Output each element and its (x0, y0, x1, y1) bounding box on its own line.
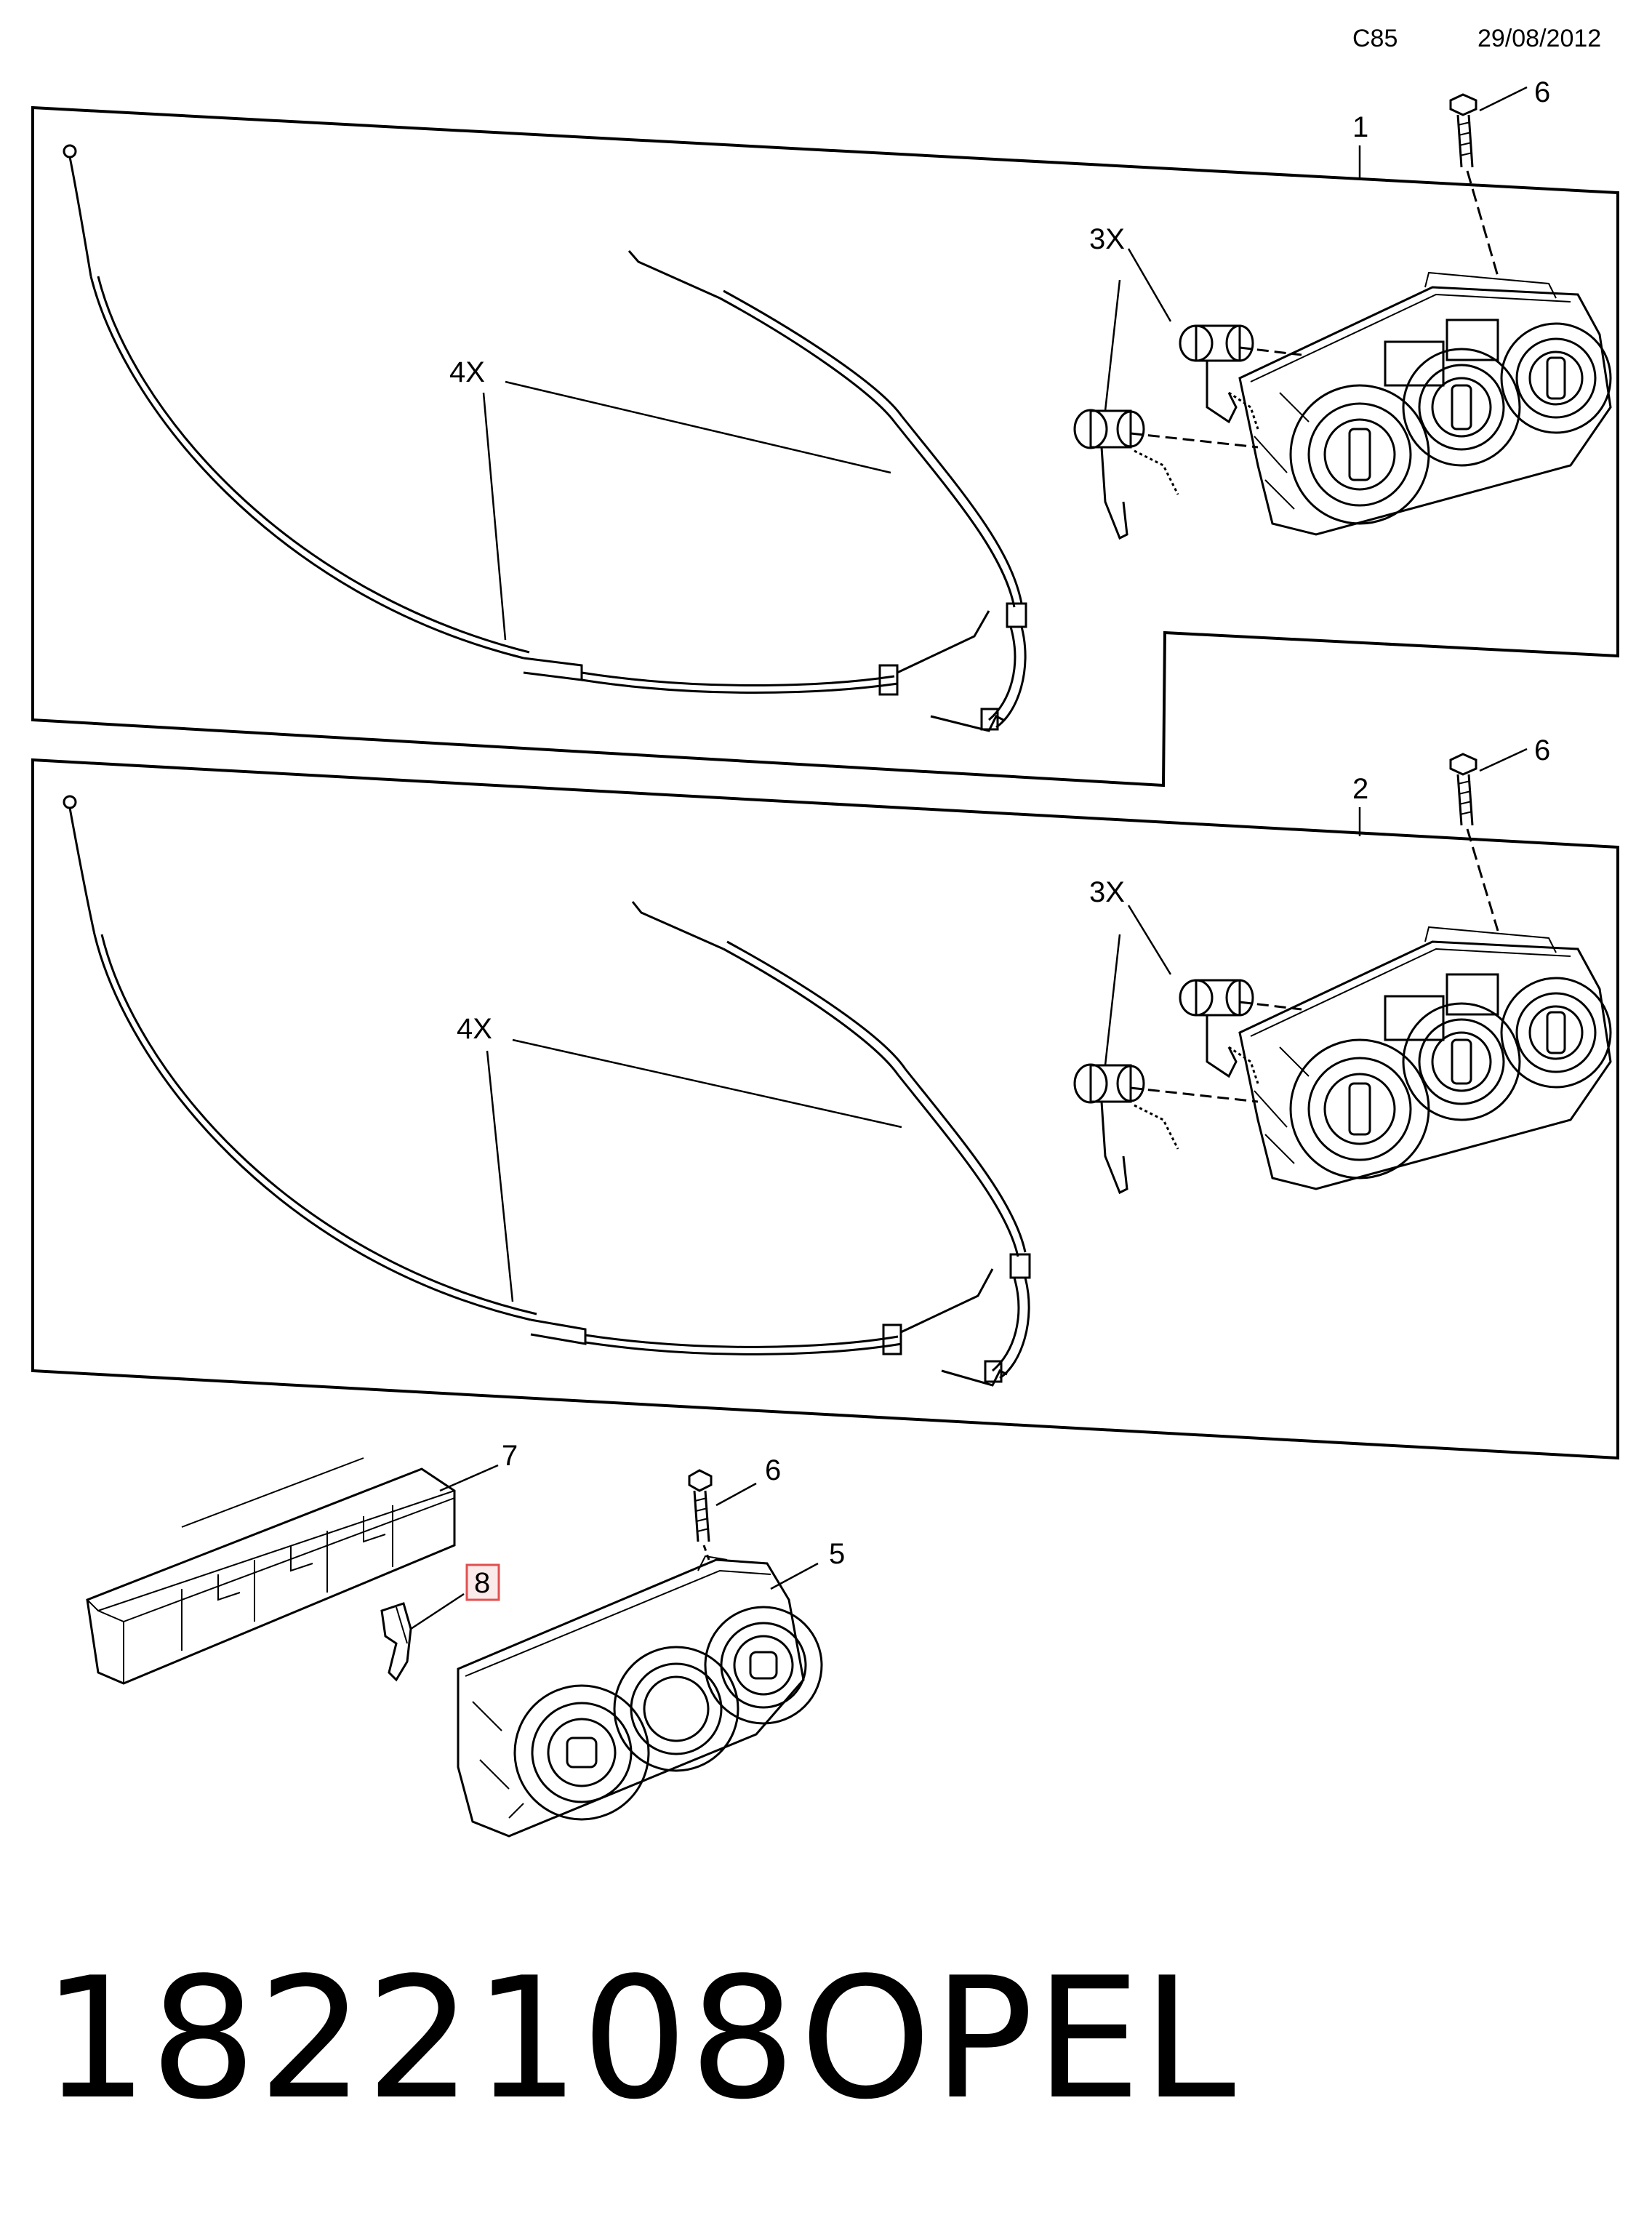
panel-2-frame (31, 758, 1619, 1460)
electronic-module-7 (86, 1457, 456, 1685)
callout-cables-1: 4X (449, 356, 485, 388)
clip-lower-1 (1073, 409, 1179, 540)
knob-left-1 (1289, 384, 1430, 525)
callout-bolt-2: 6 (1534, 734, 1550, 766)
control-unit-1 (1238, 271, 1612, 536)
panel-1: 1 6 3X 4X (31, 76, 1619, 788)
knob-right-5 (704, 1606, 823, 1725)
panel-1-leaders (482, 86, 1528, 641)
bolt-lower (688, 1469, 713, 1561)
clip-upper-2 (1179, 979, 1259, 1084)
bolt-1 (1449, 93, 1499, 277)
control-unit-2 (1238, 926, 1612, 1190)
knob-right-2 (1500, 977, 1612, 1089)
cable-1a (63, 144, 990, 696)
knob-center-5 (613, 1646, 739, 1772)
part-number: 1822108 (42, 1942, 798, 2136)
clip-lower-2 (1073, 1063, 1179, 1195)
bolt-2 (1449, 753, 1499, 932)
parts-diagram: 1 6 3X 4X (31, 76, 1619, 1838)
knob-center-1 (1402, 348, 1521, 467)
callout-clips-1: 3X (1089, 223, 1125, 255)
clip-8 (380, 1602, 412, 1682)
cable-1b (627, 250, 1027, 732)
callout-clip-8: 8 (474, 1567, 490, 1599)
panel-1-frame (31, 105, 1619, 788)
panel-2-leaders (486, 748, 1528, 1302)
callout-assembly-1: 1 (1352, 111, 1368, 143)
climate-control-panel-5 (457, 1555, 823, 1838)
highlight-box-8 (465, 1563, 500, 1601)
brand-name: OPEL (800, 1942, 1238, 2136)
knob-center-2 (1402, 1002, 1521, 1121)
callout-module: 7 (502, 1440, 518, 1472)
callout-control: 5 (829, 1538, 845, 1570)
diagram-code: C85 (1352, 25, 1398, 52)
lower-leaders (410, 1464, 819, 1630)
panel-2: 2 6 3X 4X (31, 734, 1619, 1460)
clip-upper-1 (1179, 324, 1259, 430)
callout-clips-2: 3X (1089, 876, 1125, 908)
callout-bolt-lower: 6 (765, 1454, 781, 1486)
callout-assembly-2: 2 (1352, 773, 1368, 805)
callout-cables-2: 4X (457, 1013, 492, 1045)
callout-bolt-1: 6 (1534, 76, 1550, 108)
cable-2b (631, 901, 1031, 1387)
knob-right-1 (1500, 322, 1612, 434)
cable-2a (63, 795, 994, 1355)
knob-left-5 (513, 1684, 650, 1821)
diagram-date: 29/08/2012 (1477, 25, 1602, 52)
knob-left-2 (1289, 1038, 1430, 1179)
lower-section: 7 8 6 5 (86, 1440, 845, 1838)
